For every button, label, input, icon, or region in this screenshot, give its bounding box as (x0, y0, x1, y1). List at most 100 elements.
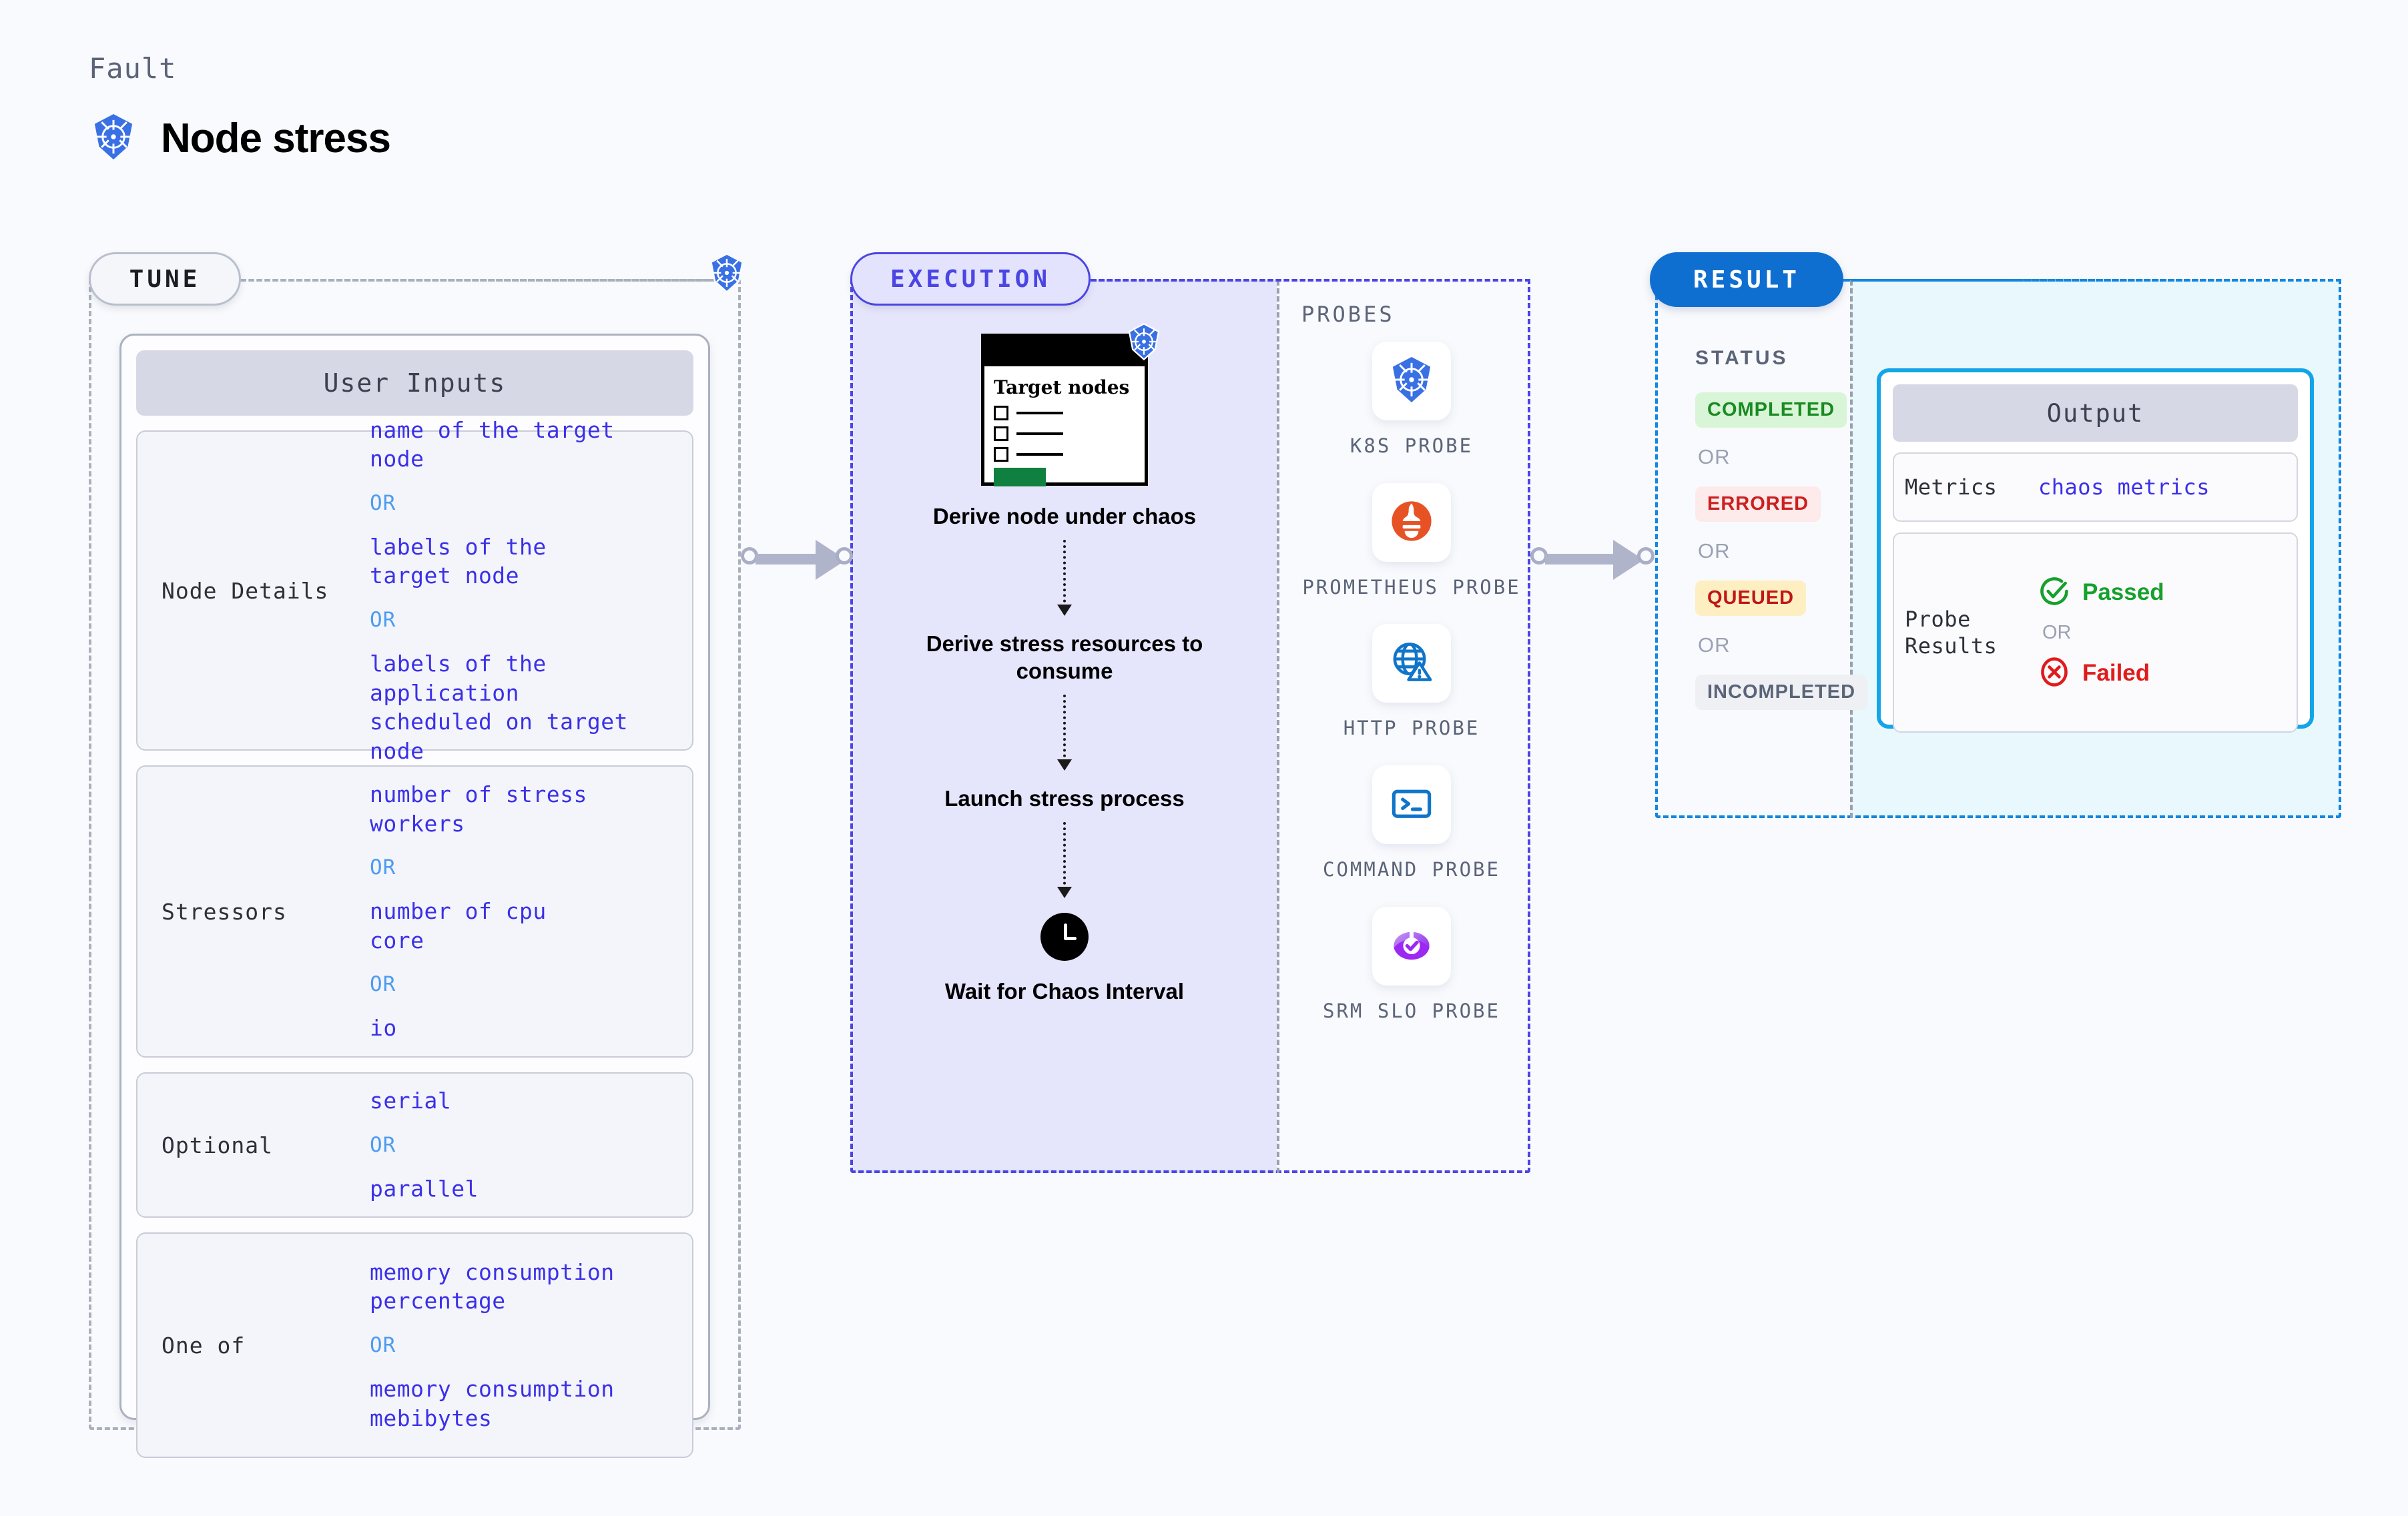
probes-divider (1277, 280, 1279, 1173)
or-separator: OR (370, 972, 396, 997)
stage-badge-result[interactable]: RESULT (1650, 252, 1843, 307)
checkbox-icon[interactable] (994, 426, 1008, 442)
group-label: Optional (162, 1132, 273, 1158)
list-item (994, 426, 1135, 442)
value-text: memory consumption mebibytes (370, 1376, 615, 1431)
probe-prometheus[interactable]: PROMETHEUS PROBE (1301, 482, 1522, 601)
probe-command[interactable]: COMMAND PROBE (1301, 765, 1522, 883)
passed-label: Passed (2082, 579, 2164, 605)
probe-tile (1372, 765, 1451, 845)
or-separator: OR (1698, 633, 1731, 657)
probe-srm-slo[interactable]: SRM SLO PROBE (1301, 906, 1522, 1024)
stage-badge-tune[interactable]: TUNE (89, 252, 241, 306)
probe-label: K8S PROBE (1349, 434, 1474, 457)
probe-label: SRM SLO PROBE (1323, 999, 1500, 1022)
probe-tile (1372, 482, 1451, 562)
page-title: Node stress (89, 112, 391, 164)
arrow-tune-to-execution (741, 540, 853, 580)
status-badge-errored: ERRORED (1695, 486, 1821, 522)
probe-label: COMMAND PROBE (1323, 858, 1500, 881)
input-group-optional: Optional serial OR parallel (136, 1072, 693, 1218)
kubernetes-icon (706, 252, 747, 296)
user-inputs-card: User Inputs Node Details name of the tar… (119, 334, 710, 1458)
or-separator: OR (2042, 621, 2072, 643)
status-badge-queued: QUEUED (1695, 581, 1807, 616)
value-text: parallel (370, 1176, 479, 1202)
kubernetes-icon (89, 112, 138, 164)
status-badge-incompleted: INCOMPLETED (1695, 675, 1868, 710)
page-title-text: Node stress (161, 115, 391, 161)
value-text: serial (370, 1088, 452, 1114)
row-label: Probe Results (1905, 607, 1998, 659)
placeholder-line (1016, 432, 1063, 436)
probe-label: PROMETHEUS PROBE (1302, 575, 1521, 599)
result-leader-line (1843, 279, 2341, 282)
or-separator: OR (1698, 445, 1731, 468)
node-checkbox-list (994, 406, 1135, 462)
globe-warning-icon (1387, 637, 1436, 689)
flow-step-label: Wait for Chaos Interval (944, 978, 1185, 1004)
input-group-node-details: Node Details name of the target node OR … (136, 417, 693, 764)
flow-connector-arrow (1057, 694, 1072, 771)
row-label: Metrics (1905, 474, 1998, 500)
flow-step-label: Derive stress resources to consume (926, 631, 1203, 683)
slo-donut-check-icon (1387, 920, 1436, 972)
output-header: Output (1893, 384, 2298, 442)
probes-list: K8S PROBE PROMETHEUS PROBE (1301, 342, 1522, 1048)
group-values: serial OR parallel (370, 1086, 680, 1203)
target-nodes-window: Target nodes (981, 323, 1160, 487)
status-badge-completed: COMPLETED (1695, 392, 1847, 428)
or-separator: OR (370, 608, 396, 632)
fault-kicker: Fault (89, 52, 177, 85)
checkbox-icon[interactable] (994, 406, 1008, 421)
status-title: STATUS (1695, 347, 1789, 369)
flow-step-label: Derive node under chaos (932, 504, 1197, 528)
execution-leader-line (1091, 279, 1530, 282)
kubernetes-icon (1125, 322, 1163, 364)
value-text: labels of the application scheduled on t… (370, 651, 628, 764)
flow-connector-arrow (1057, 539, 1072, 616)
checkbox-icon[interactable] (994, 447, 1008, 462)
arrow-execution-to-result (1530, 540, 1657, 580)
target-nodes-heading: Target nodes (994, 376, 1130, 398)
list-item (994, 447, 1135, 462)
group-values: name of the target node OR labels of the… (370, 416, 680, 765)
metrics-value: chaos metrics (2038, 474, 2210, 500)
probe-http[interactable]: HTTP PROBE (1301, 624, 1522, 741)
group-label: Node Details (162, 577, 329, 604)
list-item (994, 406, 1135, 421)
or-separator: OR (370, 855, 396, 880)
row-values: chaos metrics (2038, 474, 2286, 500)
probe-tile (1372, 624, 1451, 703)
or-separator: OR (370, 1333, 396, 1357)
confirm-button[interactable] (994, 468, 1046, 487)
probe-tile (1372, 906, 1451, 986)
placeholder-line (1016, 453, 1063, 456)
output-row-metrics: Metrics chaos metrics (1893, 452, 2298, 522)
group-values: memory consumption percentage OR memory … (370, 1258, 680, 1433)
terminal-icon (1387, 779, 1436, 831)
probe-k8s[interactable]: K8S PROBE (1301, 342, 1522, 459)
check-circle-icon (2038, 575, 2070, 610)
output-row-probe-results: Probe Results Passed OR (1893, 532, 2298, 733)
window-titlebar (984, 337, 1145, 366)
status-divider (1850, 280, 1853, 818)
or-separator: OR (1698, 539, 1731, 562)
or-separator: OR (370, 1133, 396, 1157)
prometheus-flame-icon (1387, 496, 1436, 548)
probe-tile (1372, 342, 1451, 420)
value-text: name of the target node (370, 416, 615, 472)
value-text: memory consumption percentage (370, 1258, 615, 1314)
failed-label: Failed (2082, 659, 2150, 686)
stage-badge-execution[interactable]: EXECUTION (850, 252, 1091, 306)
status-list: COMPLETED OR ERRORED OR QUEUED OR INCOMP… (1695, 392, 1868, 710)
probe-result-passed: Passed (2038, 575, 2286, 610)
group-label: One of (162, 1332, 246, 1359)
flow-connector-arrow (1057, 821, 1072, 898)
execution-flow: Target nodes (921, 323, 1208, 1006)
user-inputs-header: User Inputs (136, 350, 693, 416)
probe-result-failed: Failed (2038, 656, 2286, 691)
or-separator: OR (370, 490, 396, 515)
value-text: labels of the target node (370, 533, 547, 589)
